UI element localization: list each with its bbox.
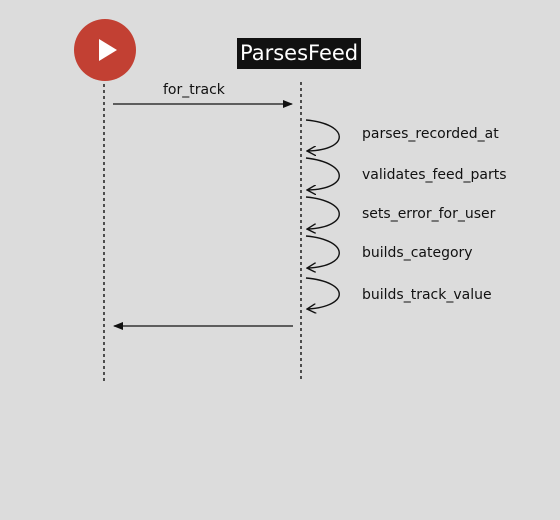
self-call-label-4: builds_category xyxy=(362,245,473,261)
self-call-arrow-1 xyxy=(306,119,340,151)
play-icon xyxy=(99,39,117,61)
self-call-label-3: sets_error_for_user xyxy=(362,206,496,222)
self-call-arrow-5 xyxy=(306,277,340,309)
self-call-label-5: builds_track_value xyxy=(362,287,492,303)
self-call-arrow-2 xyxy=(306,157,340,190)
self-call-label-1: parses_recorded_at xyxy=(362,126,499,142)
self-call-arrow-3 xyxy=(306,196,340,229)
self-call-label-2: validates_feed_parts xyxy=(362,167,507,183)
call-label: for_track xyxy=(163,82,225,98)
play-button[interactable] xyxy=(74,19,136,81)
self-call-arrow-4 xyxy=(306,235,340,268)
object-title: ParsesFeed xyxy=(237,38,362,69)
